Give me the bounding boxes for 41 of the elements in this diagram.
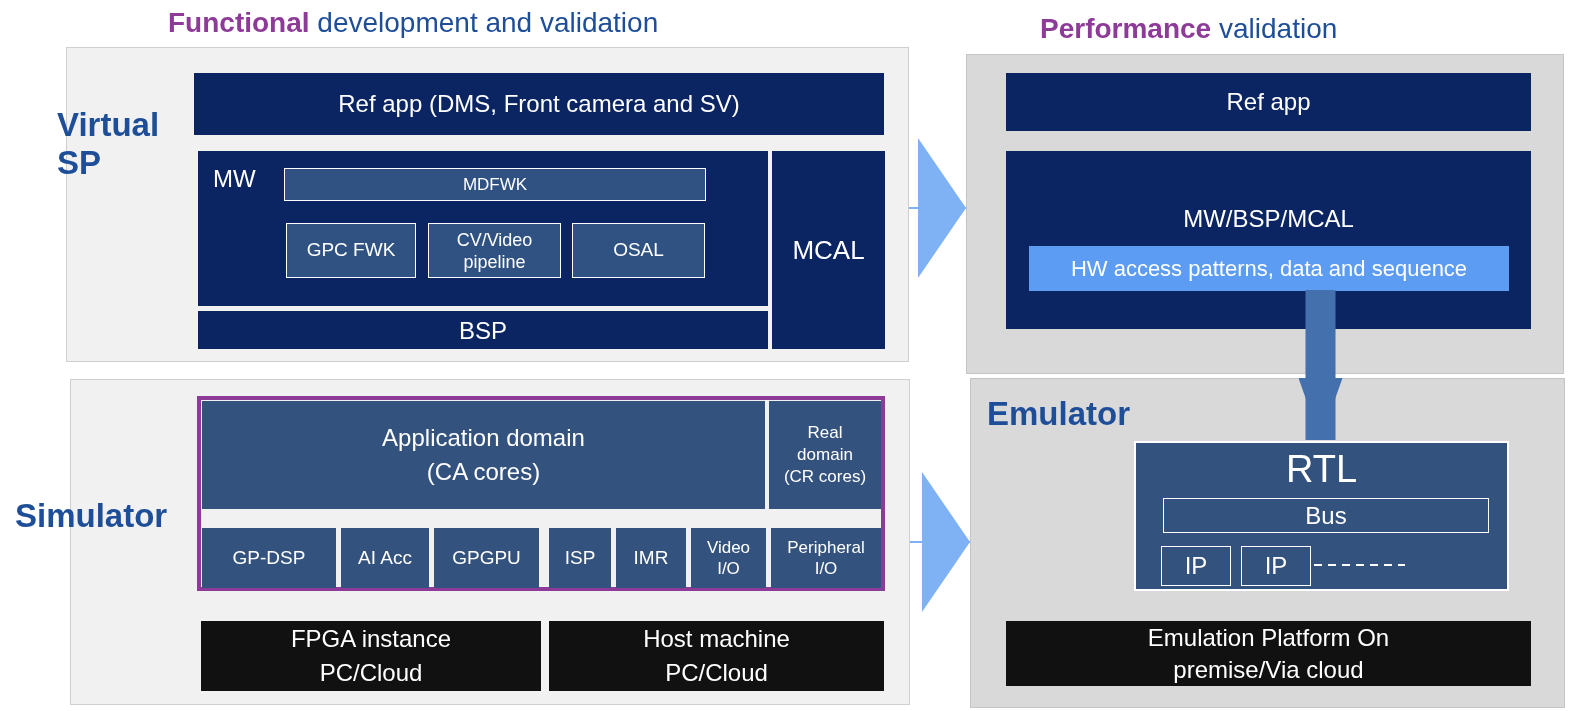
heading: Virtual SP <box>57 106 161 182</box>
label-box: Application domain (CA cores) <box>202 401 765 509</box>
label-box: Host machine PC/Cloud <box>549 621 884 691</box>
layer-box <box>198 151 768 306</box>
label-box: MDFWK <box>284 168 706 201</box>
label-box: IP <box>1241 546 1311 586</box>
label-box: GPGPU <box>434 528 539 588</box>
label-box: HW access patterns, data and sequence <box>1029 246 1509 291</box>
label-box: Real domain (CR cores) <box>769 401 881 509</box>
label-box: Ref app <box>1006 73 1531 131</box>
heading: MW/BSP/MCAL <box>1182 204 1355 234</box>
section-title: Functional development and validation <box>168 6 659 40</box>
label-box: ISP <box>549 528 611 588</box>
panel <box>970 378 1565 708</box>
highlight-frame <box>197 396 885 591</box>
layer-box <box>1006 151 1531 329</box>
arrow <box>909 472 971 612</box>
heading: Simulator <box>15 496 168 536</box>
label-box: IP <box>1161 546 1231 586</box>
label-box: GPC FWK <box>286 223 416 278</box>
label-box: GP-DSP <box>202 528 336 588</box>
label-box: IMR <box>616 528 686 588</box>
label-box: Emulation Platform On premise/Via cloud <box>1006 621 1531 686</box>
label-box: Bus <box>1163 498 1489 533</box>
label-box: Video I/O <box>691 528 766 588</box>
section-title: Performance validation <box>1040 12 1338 46</box>
arrow <box>1298 290 1343 440</box>
panel <box>966 54 1564 374</box>
label-box: BSP <box>198 311 768 349</box>
label-box: Ref app (DMS, Front camera and SV) <box>194 73 884 135</box>
label-box: OSAL <box>572 223 705 278</box>
label-box: AI Acc <box>341 528 429 588</box>
heading: MW <box>213 164 256 194</box>
label-box: Peripheral I/O <box>771 528 881 588</box>
label-box: MCAL <box>772 151 885 349</box>
heading: RTL <box>1284 447 1359 491</box>
arrow <box>908 138 967 278</box>
layer-box <box>1134 441 1509 591</box>
label-box: FPGA instance PC/Cloud <box>201 621 541 691</box>
heading: Emulator <box>987 394 1131 434</box>
label-box: CV/Video pipeline <box>428 223 561 278</box>
